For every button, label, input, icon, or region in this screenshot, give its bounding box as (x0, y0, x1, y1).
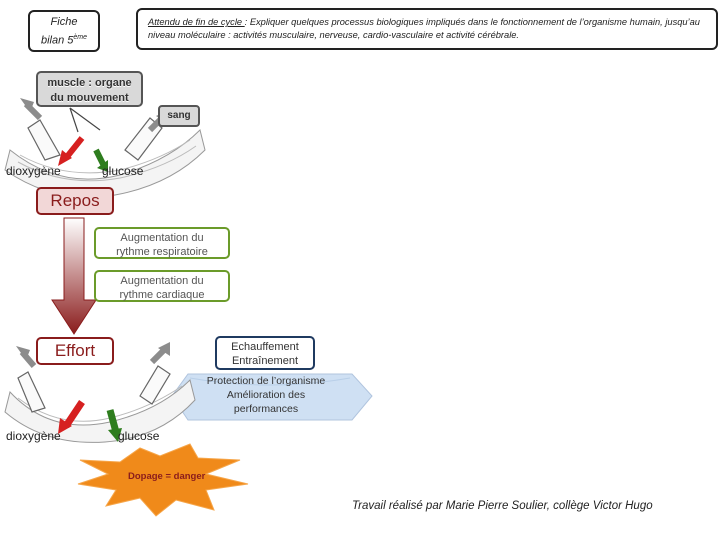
glucose-label-top: glucose (102, 164, 144, 178)
glucose-arrow-top (93, 148, 108, 172)
goal-text: : Expliquer quelques processus biologiqu… (148, 17, 700, 40)
muscle-label: muscle : organe du mouvement (36, 71, 143, 107)
ribbon-text: Protection de l’organisme Amélioration d… (206, 375, 326, 415)
repos-to-effort-arrow (51, 217, 97, 335)
oxygen-arrow-top (58, 136, 85, 166)
effect-cardiac: Augmentation du rythme cardiaque (94, 270, 230, 302)
oxygen-label-bottom: dioxygène (6, 429, 61, 443)
oxygen-arrow-bottom (58, 400, 85, 434)
glucose-arrow-bottom (106, 409, 122, 442)
sang-label: sang (158, 105, 200, 127)
fiche-title: Fiche (50, 16, 78, 28)
dopage-star (77, 443, 249, 517)
repos-label: Repos (36, 187, 114, 215)
glucose-label-bottom: glucose (118, 429, 160, 443)
goal-heading: Attendu de fin de cycle (148, 17, 245, 27)
effect-respiratory: Augmentation du rythme respiratoire (94, 227, 230, 259)
dopage-label: Dopage = danger (128, 471, 206, 482)
oxygen-label-top: dioxygène (6, 164, 61, 178)
fiche-bilan-box: Fiche bilan 5ème (28, 10, 100, 52)
effort-label: Effort (36, 337, 114, 365)
training-box: Echauffement Entraînement (215, 336, 315, 370)
muscle-top-drawing (4, 98, 206, 198)
author-credit: Travail réalisé par Marie Pierre Soulier… (352, 500, 653, 512)
fiche-subtitle: bilan 5ème (40, 34, 88, 47)
learning-goal-box: Attendu de fin de cycle : Expliquer quel… (136, 8, 718, 50)
